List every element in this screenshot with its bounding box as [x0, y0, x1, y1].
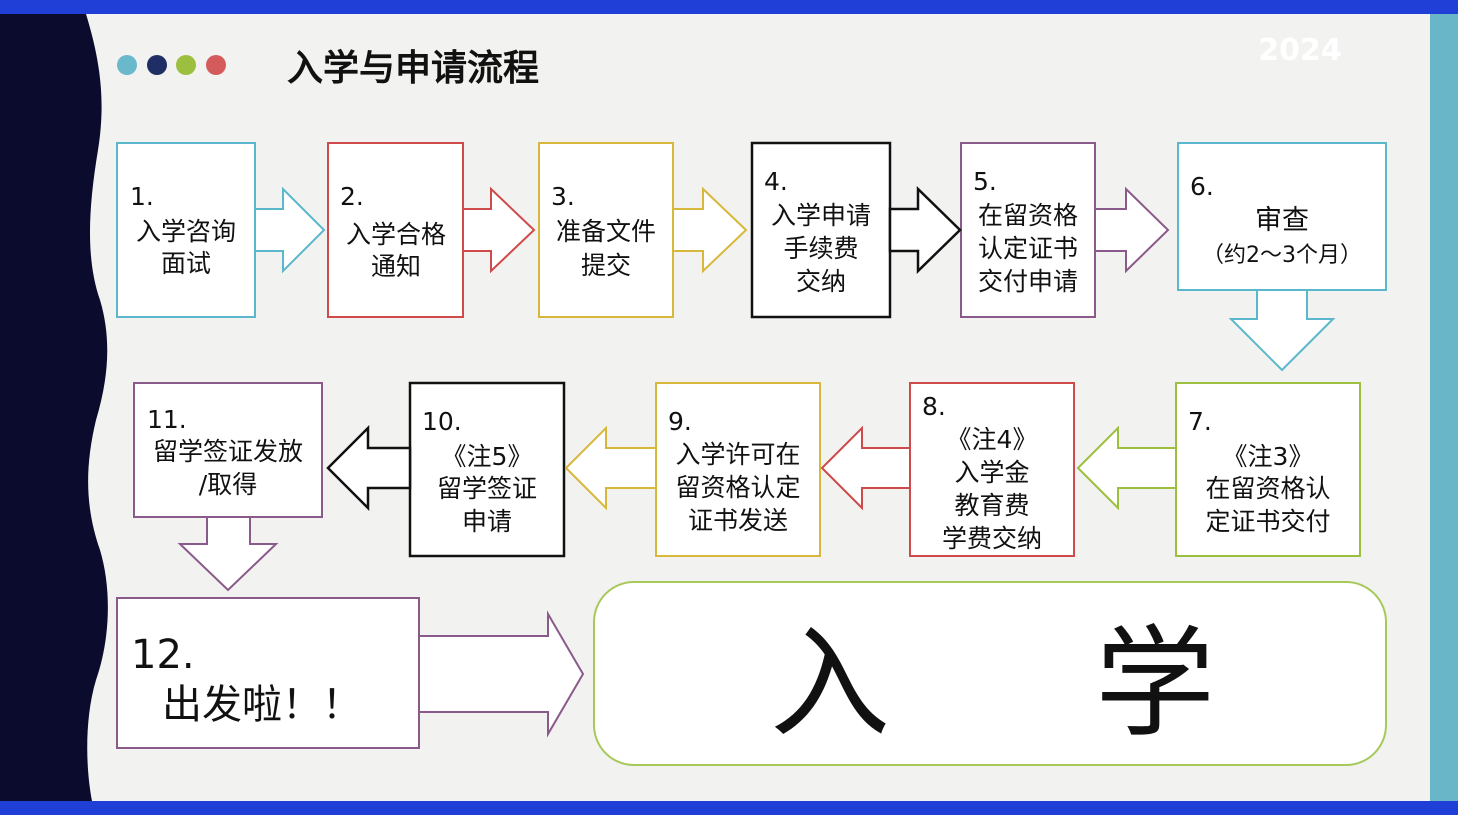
step-number: 5. [973, 167, 997, 196]
flow-arrow [1228, 289, 1336, 372]
step-number: 4. [764, 167, 788, 196]
header-dot [176, 55, 196, 75]
flow-arrow [462, 186, 536, 274]
step-box-frame [1175, 382, 1361, 557]
step-label-line: 在留资格认 [1205, 474, 1330, 503]
step-number: 1. [130, 182, 154, 211]
step-label-line: 出发啦！！ [162, 682, 362, 728]
step-number: 11. [147, 405, 187, 434]
step-box-frame [538, 142, 674, 318]
step-box-frame [408, 381, 566, 558]
flow-arrow [820, 425, 911, 511]
step-label-line: 申请 [462, 507, 512, 536]
left-wave-band [0, 14, 108, 801]
header-dot [117, 55, 137, 75]
step-label-line: 面试 [161, 249, 211, 278]
step-box-frame [327, 142, 464, 318]
step-label-line: 留学签证 [437, 474, 537, 503]
step-label-line: 准备文件 [556, 217, 656, 246]
step-label-line: 入学金 [954, 458, 1029, 487]
year-watermark: 2024 [1258, 33, 1342, 68]
flow-arrow [418, 610, 585, 738]
header-dot [147, 55, 167, 75]
step-label-line: 留学签证发放 [153, 437, 303, 466]
step-6-box: 6. 审查 （约2～3个月） [1177, 142, 1387, 291]
step-number: 3. [551, 182, 575, 211]
step-label-line: 认定证书 [978, 234, 1078, 263]
step-label-line: 手续费 [783, 234, 858, 263]
right-stripe [1430, 14, 1458, 801]
step-number: 2. [340, 182, 364, 211]
step-12-box: 12.出发啦！！ [116, 597, 420, 749]
step-number: 12. [131, 632, 195, 678]
step-label-line: 留资格认定 [675, 473, 800, 502]
step-label-line: （约2～3个月） [1202, 243, 1362, 268]
final-enrollment-box [593, 581, 1387, 766]
flow-arrow [1076, 425, 1177, 511]
step-label-line: 《注5》 [442, 442, 533, 471]
step-label-line: 证书发送 [688, 506, 788, 535]
header-dot [206, 55, 226, 75]
step-label-line: 定证书交付 [1205, 507, 1330, 536]
step-label-line: 入学合格 [346, 220, 446, 249]
step-label-line: 提交 [581, 251, 631, 280]
step-label-line: 审查 [1255, 205, 1309, 236]
page-title: 入学与申请流程 [287, 47, 539, 89]
final-char: 学 [1095, 615, 1215, 754]
bottom-bar [0, 801, 1458, 815]
step-number: 8. [922, 392, 946, 421]
step-box-frame [116, 597, 420, 749]
step-11-box: 11. 留学签证发放/取得 [133, 382, 323, 518]
step-number: 9. [668, 407, 692, 436]
step-box-frame [116, 142, 256, 318]
step-box-frame [960, 142, 1096, 318]
step-label-line: 《注4》 [947, 425, 1038, 454]
flow-arrow [672, 186, 748, 274]
step-label-line: 入学许可在 [675, 440, 800, 469]
step-label-line: 通知 [371, 252, 421, 281]
step-number: 10. [422, 407, 462, 436]
flow-arrow [888, 186, 962, 274]
step-label-line: 入学申请 [771, 201, 871, 230]
step-label-line: /取得 [199, 470, 257, 499]
flow-arrow [1094, 186, 1170, 274]
step-label-line: 学费交纳 [942, 524, 1042, 553]
step-label-line: 入学咨询 [136, 217, 236, 246]
step-label-line: 教育费 [954, 491, 1029, 520]
step-label-line: 在留资格 [978, 201, 1078, 230]
flow-arrow [326, 424, 412, 512]
flow-arrow [177, 516, 279, 592]
final-char: 入 [770, 615, 890, 754]
step-label-line: 《注3》 [1223, 442, 1314, 471]
step-label-line: 交纳 [796, 267, 846, 296]
step-label-line: 交付申请 [978, 267, 1078, 296]
top-bar [0, 0, 1458, 14]
flow-arrow [254, 186, 326, 274]
flow-arrow [564, 425, 657, 511]
step-number: 7. [1188, 407, 1212, 436]
step-box-frame [750, 141, 892, 319]
step-number: 6. [1190, 172, 1214, 201]
